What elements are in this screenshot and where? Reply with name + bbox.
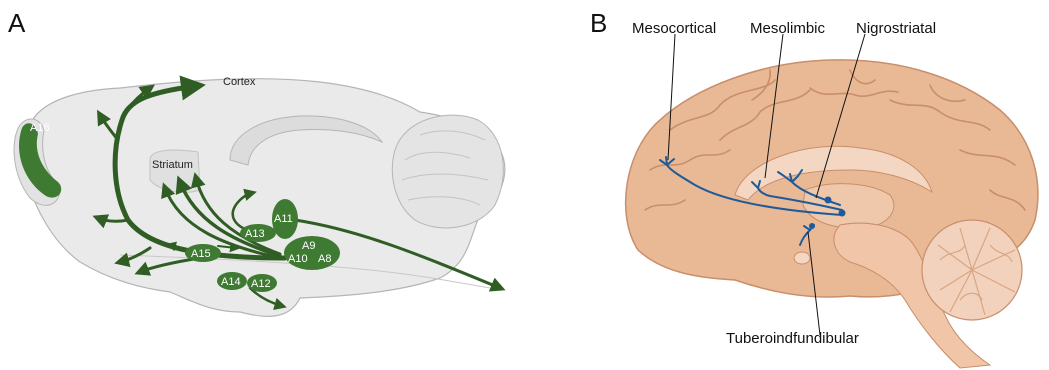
human-brain-sagittal-svg: Mesocortical Mesolimbic Nigrostriatal Tu… bbox=[520, 0, 1049, 370]
panel-a-rodent-dopamine-diagram: A A16 bbox=[0, 0, 520, 370]
a12-label: A12 bbox=[251, 278, 271, 290]
nigrostriatal-label: Nigrostriatal bbox=[856, 20, 936, 37]
a10-label: A10 bbox=[288, 253, 308, 265]
panel-b-human-dopamine-diagram: B bbox=[520, 0, 1049, 370]
substantia-nigra-cell-body bbox=[825, 197, 832, 204]
cerebellum bbox=[392, 115, 503, 228]
a15-label: A15 bbox=[191, 248, 211, 260]
tuberoinfundibular-label: Tuberoindfundibular bbox=[726, 330, 859, 347]
a9-label: A9 bbox=[302, 240, 315, 252]
pituitary bbox=[794, 252, 810, 264]
a16-label: A16 bbox=[30, 122, 50, 134]
a14-label: A14 bbox=[221, 276, 241, 288]
striatum-region bbox=[150, 150, 200, 192]
vta-cell-body bbox=[839, 210, 846, 217]
cortex-label: Cortex bbox=[223, 76, 256, 88]
mesolimbic-label: Mesolimbic bbox=[750, 20, 826, 37]
arcuate-cell-body bbox=[809, 223, 815, 229]
a13-label: A13 bbox=[245, 228, 265, 240]
mesocortical-label: Mesocortical bbox=[632, 20, 716, 37]
rodent-brain-sagittal-svg: A16 A11 A13 bbox=[0, 0, 520, 370]
striatum-label: Striatum bbox=[152, 159, 193, 171]
a11-label: A11 bbox=[274, 213, 293, 225]
a8-label: A8 bbox=[318, 253, 331, 265]
